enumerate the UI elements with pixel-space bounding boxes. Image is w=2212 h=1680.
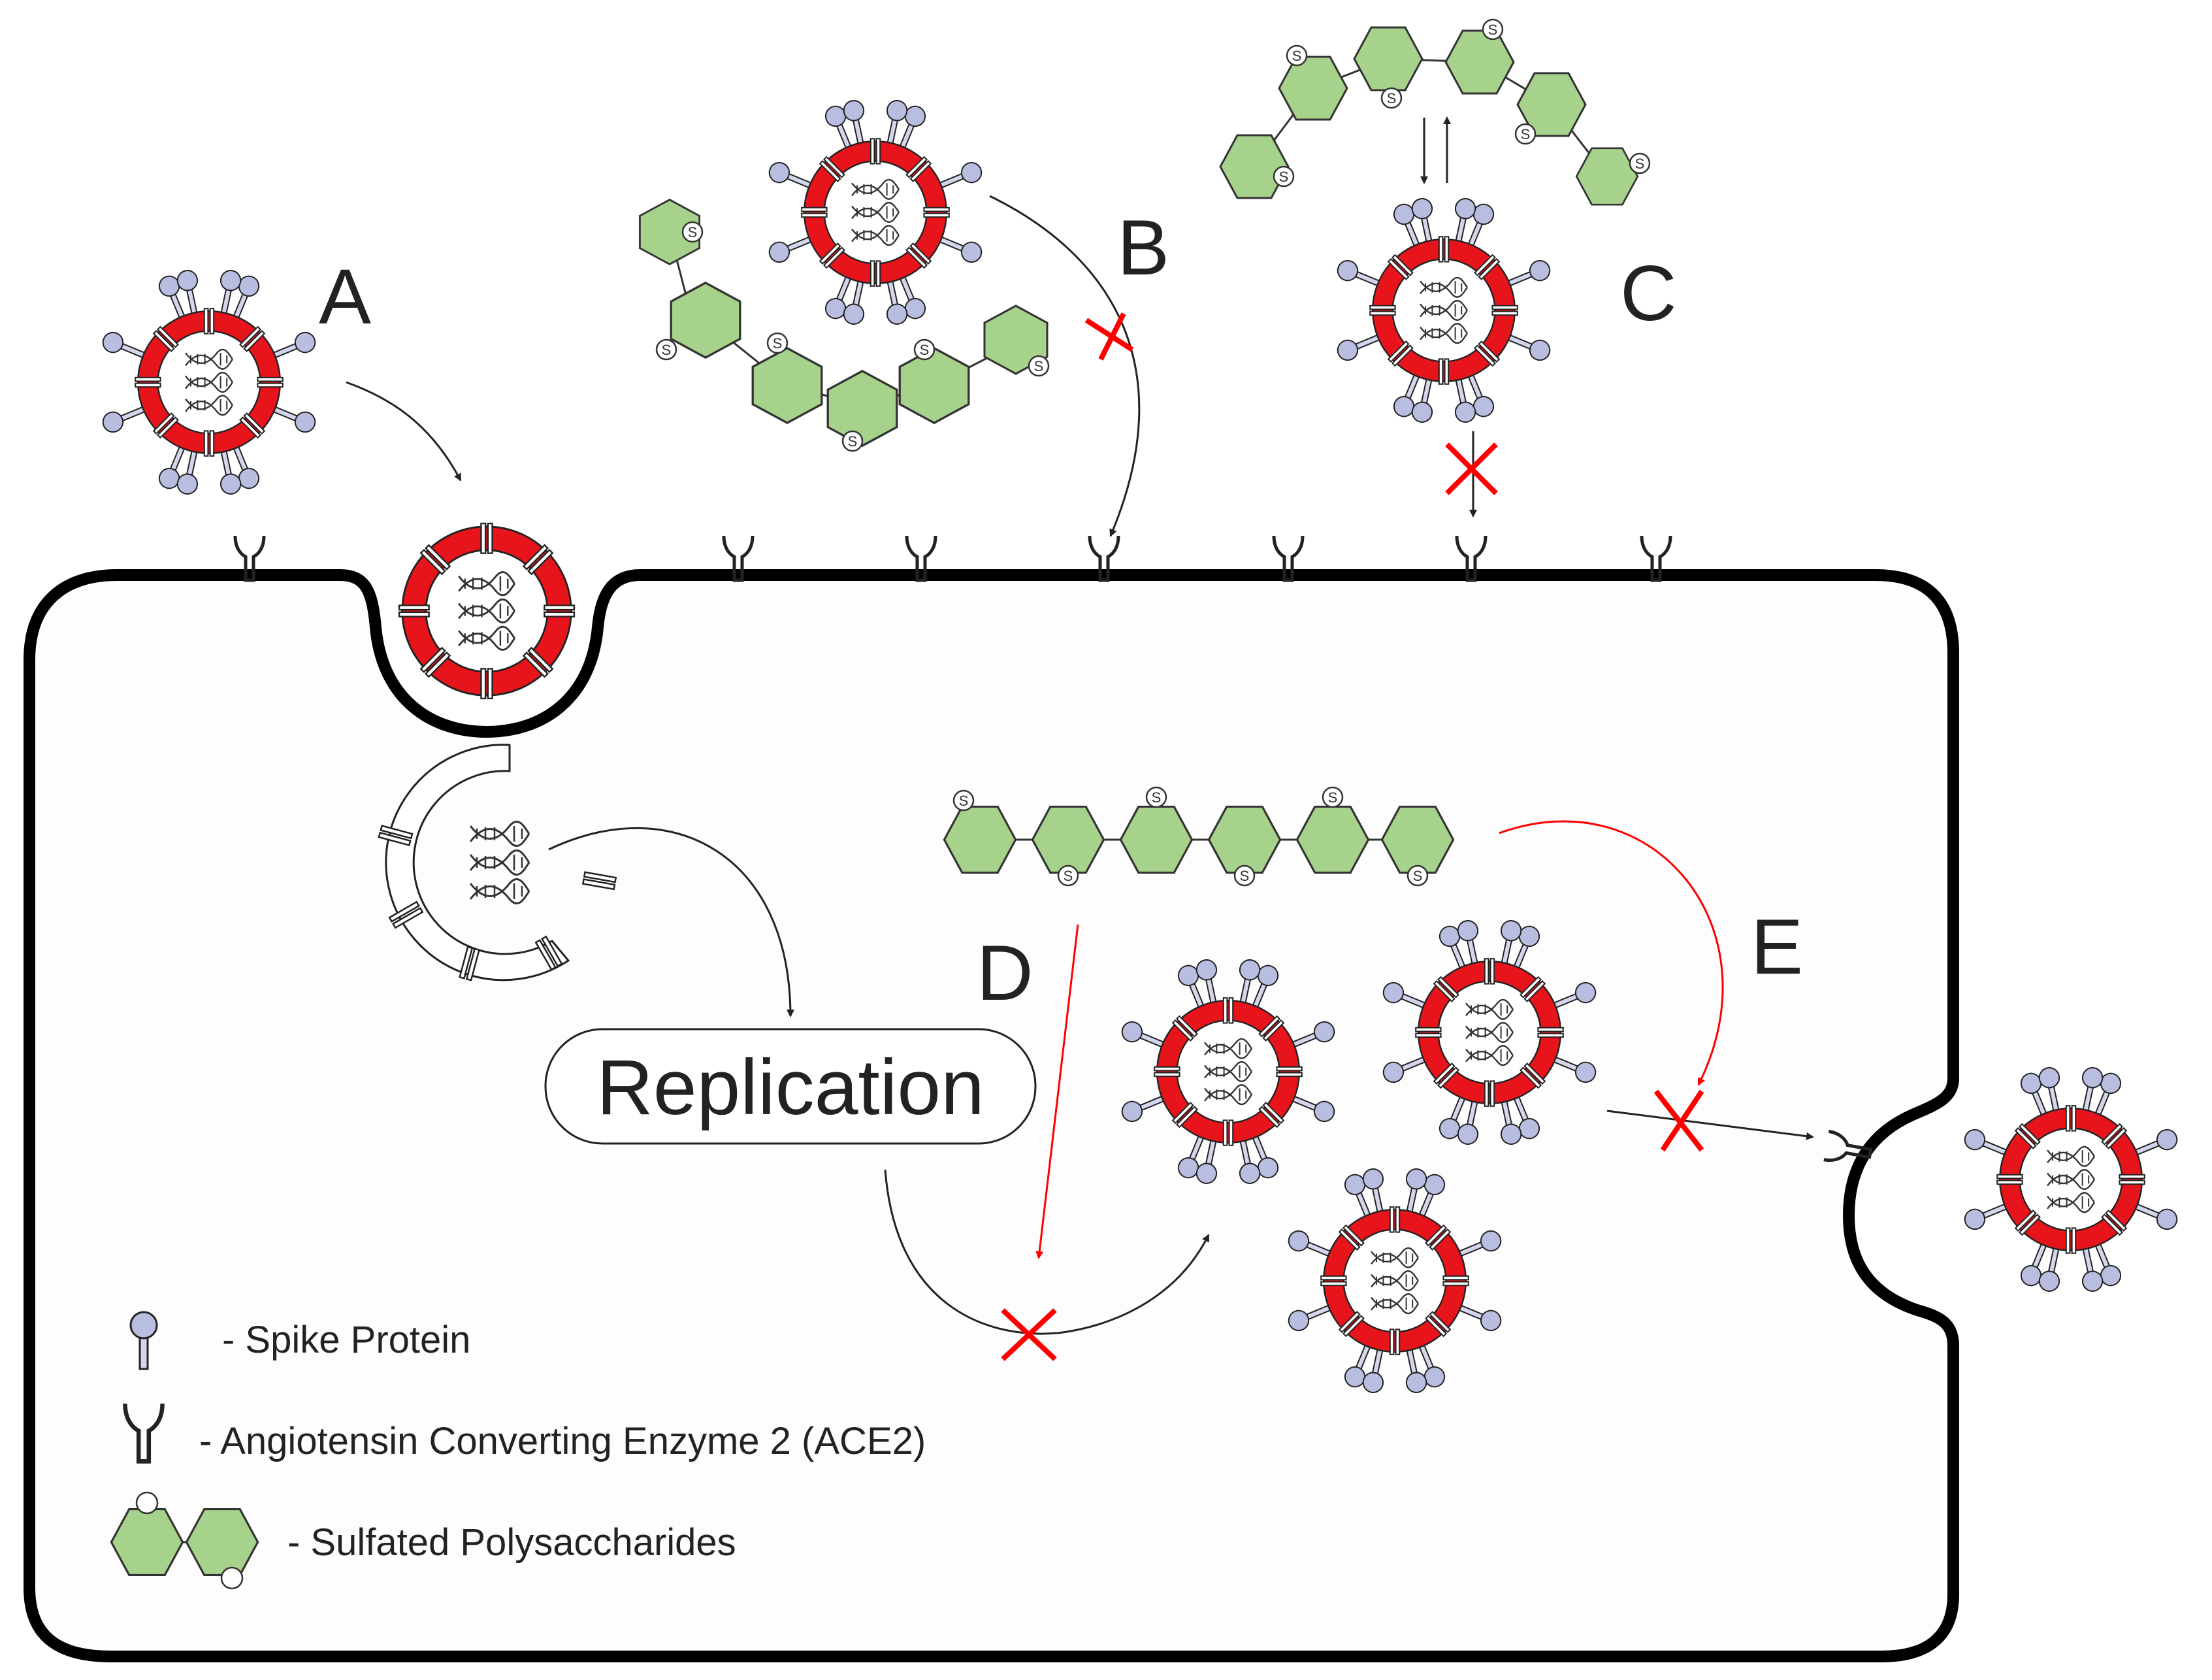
legend: - Spike Protein - Angiotensin Converting… — [110, 1311, 926, 1590]
sulfate-groups: S S S S S S — [952, 786, 1429, 887]
label-d: D — [977, 929, 1033, 1017]
label-c: C — [1620, 250, 1677, 337]
legend-ace2-label: - Angiotensin Converting Enzyme 2 (ACE2) — [199, 1420, 926, 1462]
polysaccharide-chain-d: S S S S S S — [943, 786, 1455, 887]
inhibition-x-d — [1001, 1308, 1057, 1361]
inhibition-x-c — [1445, 442, 1498, 495]
polysaccharide-chain-b: S S S S S S — [638, 199, 1050, 452]
mechanism-c: S S S S S S C — [1219, 18, 1677, 518]
arrow-e-release — [1606, 1110, 1814, 1140]
replication-box — [544, 1028, 1037, 1145]
sulfate-groups: S S S S S S — [1273, 18, 1651, 188]
sulfate-symbol: S — [1387, 90, 1397, 107]
sulfate-symbol: S — [773, 335, 783, 352]
sulfate-symbol: S — [1064, 868, 1073, 884]
mechanism-b: S S S S S S B — [638, 99, 1169, 537]
mechanism-a: A — [100, 253, 574, 699]
arrow-a — [346, 381, 462, 482]
sulfate-symbol: S — [662, 342, 672, 358]
sugar-unit-icon — [1219, 134, 1290, 199]
legend-polysaccharide-label: - Sulfated Polysaccharides — [287, 1521, 736, 1564]
arrow-b — [989, 195, 1141, 537]
sulfate-symbol: S — [1488, 22, 1498, 38]
legend-spike-icon — [129, 1311, 158, 1370]
sulfate-symbol: S — [1635, 156, 1645, 172]
sugar-unit-icon — [751, 347, 823, 424]
sugar-unit-icon — [898, 347, 970, 424]
inhibition-x-b — [1084, 312, 1134, 361]
mechanism-d-e: S S S S S S D E — [943, 786, 2180, 1394]
sulfate-symbol: S — [1152, 789, 1162, 806]
sulfate-symbol: S — [1413, 868, 1423, 884]
sulfate-symbol: S — [1279, 169, 1289, 185]
replication-stage: Replication — [378, 744, 1210, 1335]
legend-polysaccharide-icon — [110, 1491, 259, 1590]
sulfate-symbol: S — [1240, 868, 1250, 884]
virus-entering-icon — [399, 523, 574, 699]
legend-spike-label: - Spike Protein — [222, 1319, 470, 1361]
arrow-d-inhibition — [1035, 924, 1079, 1259]
arrow-from-replication — [884, 1169, 1210, 1335]
virus-icon — [766, 99, 984, 325]
sulfate-symbol: S — [920, 342, 930, 358]
label-e: E — [1751, 903, 1803, 991]
sulfate-symbol: S — [1292, 48, 1302, 64]
arrow-e-inhibition — [1499, 820, 1724, 1086]
arrow-to-replication — [548, 827, 794, 1017]
sugar-unit-icon — [1278, 56, 1348, 121]
label-a: A — [319, 253, 371, 340]
sulfate-symbol: S — [1521, 126, 1531, 142]
released-virus-icon — [1962, 1066, 2180, 1293]
sugar-unit-icon — [1353, 26, 1423, 91]
sulfate-symbol: S — [848, 433, 858, 450]
sugar-unit-icon — [1575, 147, 1639, 206]
sulfate-groups: S S S S S S — [655, 221, 1050, 452]
uncoating-virus-icon — [378, 744, 617, 981]
replication-label: Replication — [596, 1044, 984, 1131]
sugar-unit-icon — [826, 370, 898, 447]
sulfate-symbol: S — [1328, 789, 1338, 806]
virus-icon — [1335, 197, 1553, 423]
sulfate-symbol: S — [688, 224, 698, 240]
sulfate-symbol: S — [1034, 358, 1044, 374]
sulfate-symbol: S — [959, 793, 969, 809]
label-b: B — [1117, 204, 1169, 291]
polysaccharide-chain-c: S S S S S S — [1219, 18, 1651, 206]
virus-icon — [100, 269, 318, 495]
inhibition-x-e — [1653, 1089, 1704, 1152]
sugar-unit-icon — [670, 282, 741, 359]
sugar-unit-icon — [1444, 29, 1515, 95]
